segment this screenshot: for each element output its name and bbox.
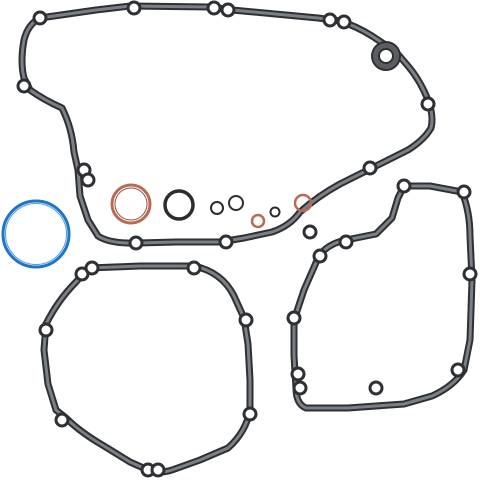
bolt-hole xyxy=(242,406,258,422)
copper-o-ring-large xyxy=(110,183,152,225)
ignition-gasket-inner xyxy=(292,184,474,410)
bolt-hole xyxy=(32,10,48,26)
bolt-hole xyxy=(462,266,478,282)
bolt-hole xyxy=(456,184,472,200)
clutch-gasket-band xyxy=(40,262,254,476)
o-ring-set xyxy=(110,183,313,229)
black-o-ring-large xyxy=(163,189,195,221)
black-o-ring-small xyxy=(210,201,224,215)
bolt-hole xyxy=(220,2,236,18)
bolt-hole xyxy=(150,462,166,478)
bolt-hole xyxy=(292,380,308,396)
bolt-hole xyxy=(126,0,142,16)
ignition-gasket-band xyxy=(290,182,476,412)
bolt-hole xyxy=(206,0,222,16)
bolt-hole xyxy=(286,310,302,326)
bolt-hole xyxy=(290,366,306,382)
bolt-hole xyxy=(302,224,318,240)
bolt-hole xyxy=(368,380,384,396)
gray-seal-washer xyxy=(371,41,401,71)
bolt-hole xyxy=(420,96,436,112)
black-o-ring-tiny xyxy=(269,206,281,218)
bolt-hole xyxy=(54,412,70,428)
bolt-hole xyxy=(80,172,96,188)
bolt-hole xyxy=(362,160,378,176)
bolt-hole xyxy=(218,234,234,250)
bolt-hole xyxy=(450,362,466,378)
clutch-bolt-holes xyxy=(38,260,258,478)
crankcase-gasket-inner xyxy=(20,4,434,245)
bolt-hole xyxy=(186,260,202,276)
clutch-gasket-inner xyxy=(42,264,252,474)
bolt-hole xyxy=(322,12,338,28)
copper-o-ring-large-inner xyxy=(114,187,148,221)
crankcase-cover-gasket xyxy=(16,0,436,251)
bolt-hole xyxy=(128,235,144,251)
large-blue-o-ring xyxy=(1,199,71,269)
bolt-hole xyxy=(16,78,32,94)
bolt-hole xyxy=(38,322,54,338)
bolt-hole xyxy=(336,14,352,30)
crankcase-bolt-holes xyxy=(16,0,436,251)
copper-o-ring-small xyxy=(250,213,266,229)
bolt-hole xyxy=(238,312,254,328)
bolt-hole xyxy=(84,260,100,276)
copper-o-ring-medium xyxy=(293,193,313,213)
ignition-bolt-holes xyxy=(286,178,478,396)
ignition-cover-gasket xyxy=(286,178,478,412)
black-o-ring-small xyxy=(228,195,244,211)
bolt-hole xyxy=(396,178,412,194)
bolt-hole xyxy=(312,248,328,264)
bolt-hole xyxy=(338,234,354,250)
clutch-cover-gasket xyxy=(38,260,258,478)
